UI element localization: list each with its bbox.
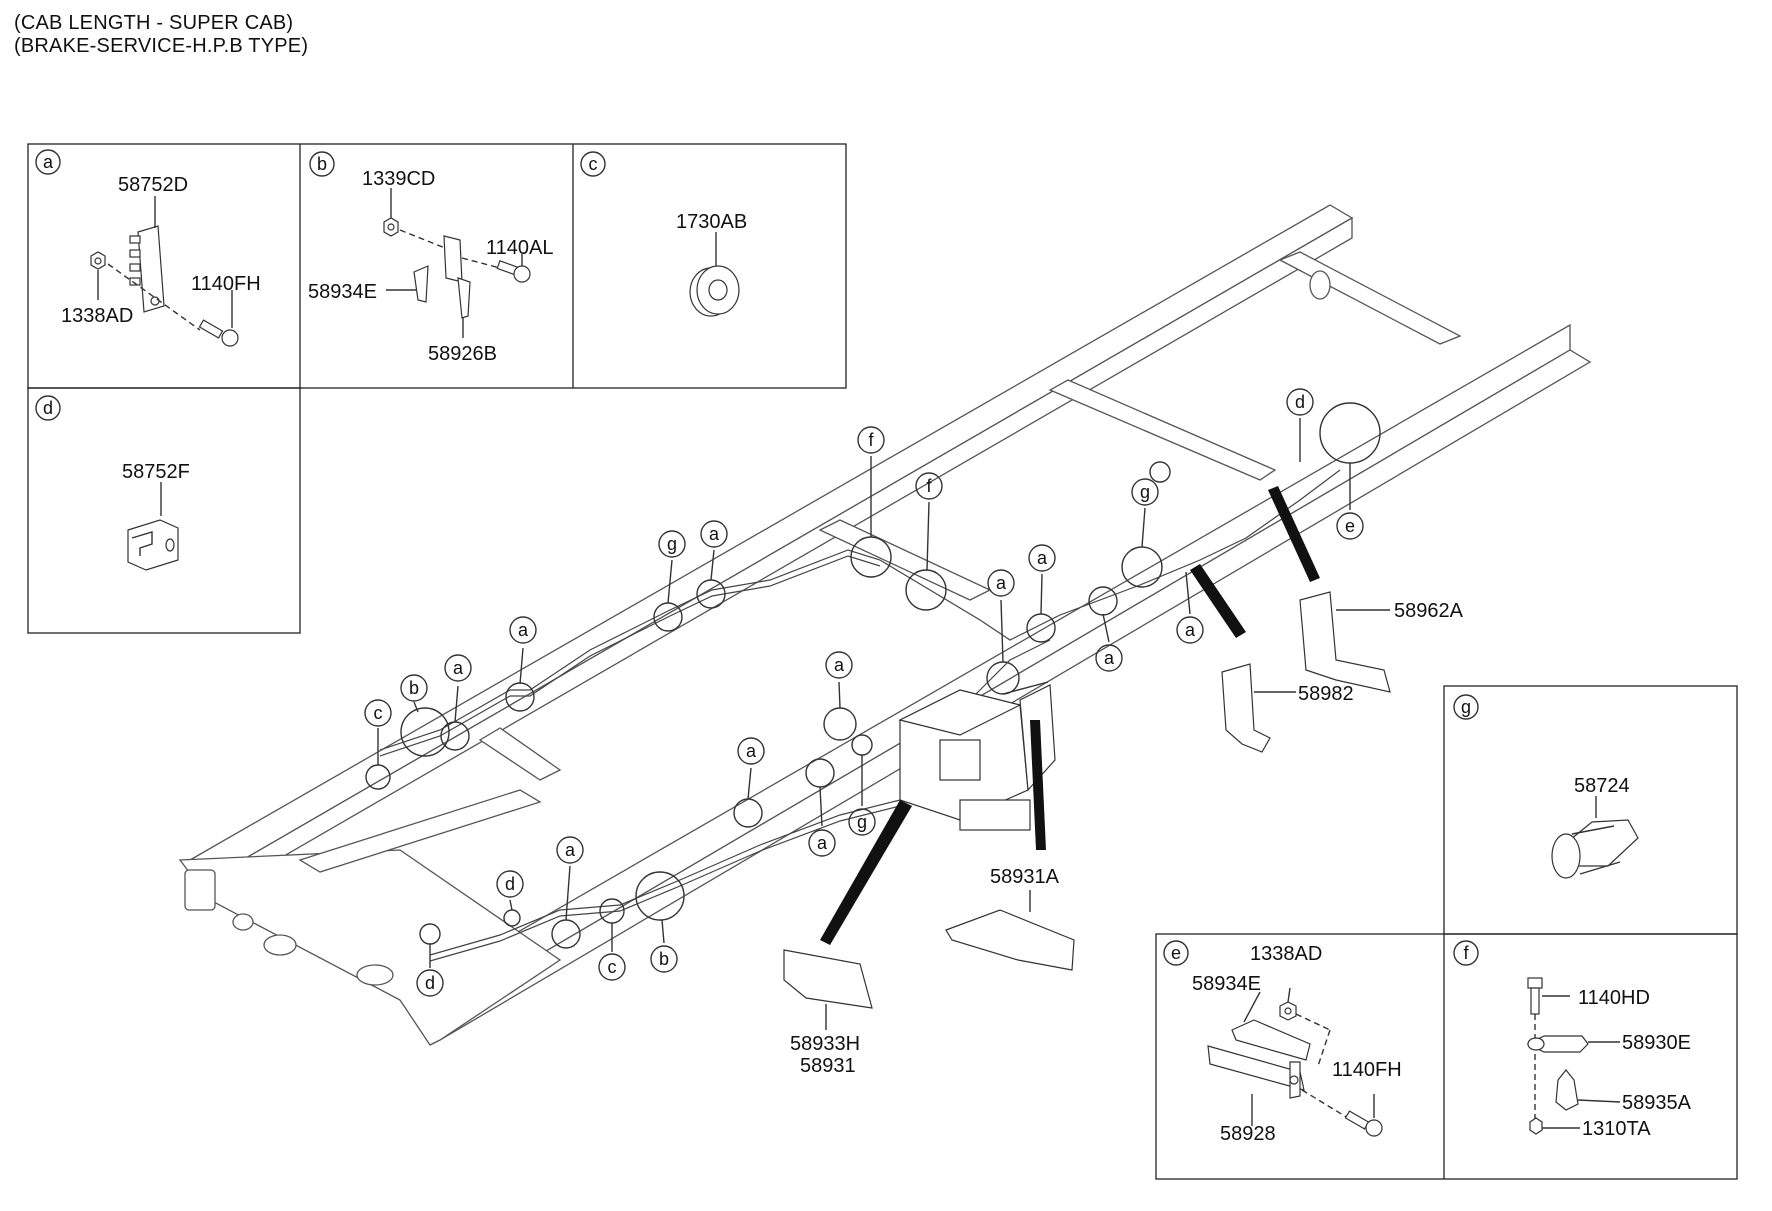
bracket-58933H bbox=[783, 949, 873, 1030]
bracket-58931A bbox=[945, 890, 1075, 971]
svg-text:c: c bbox=[589, 154, 598, 174]
callout-e-1: e bbox=[1345, 516, 1355, 536]
callout-g-3: g bbox=[857, 812, 867, 832]
part-58752D-label: 58752D bbox=[118, 174, 188, 196]
svg-text:d: d bbox=[43, 398, 53, 418]
callout-c-1: c bbox=[374, 703, 383, 723]
part-58752F-label: 58752F bbox=[122, 461, 190, 483]
leader-arrows bbox=[820, 486, 1320, 945]
svg-text:a: a bbox=[43, 152, 54, 172]
svg-text:b: b bbox=[317, 154, 327, 174]
callout-b-2: b bbox=[659, 949, 669, 969]
part-1140AL-label: 1140AL bbox=[486, 237, 553, 259]
diagram-title-line-1: (CAB LENGTH - SUPER CAB) bbox=[14, 12, 294, 34]
callout-a-2: a bbox=[518, 620, 529, 640]
callout-a-8: a bbox=[834, 655, 845, 675]
part-1140HD-label: 1140HD bbox=[1578, 987, 1650, 1009]
part-58724-label: 58724 bbox=[1574, 775, 1630, 797]
callout-f-2: f bbox=[926, 476, 932, 496]
part-58931-label: 58931 bbox=[800, 1055, 856, 1077]
box-letter-d: d bbox=[35, 395, 61, 421]
callout-a-5: a bbox=[1037, 548, 1048, 568]
part-1730AB-label: 1730AB bbox=[676, 211, 747, 233]
part-58935A-label: 58935A bbox=[1622, 1092, 1692, 1114]
box-letter-f: f bbox=[1453, 940, 1479, 966]
part-1338AD-label-e: 1338AD bbox=[1250, 943, 1322, 965]
part-58933H-label: 58933H bbox=[790, 1033, 860, 1055]
detail-boxes-top bbox=[27, 143, 847, 634]
part-58928-label: 58928 bbox=[1220, 1123, 1276, 1145]
vehicle-frame bbox=[178, 204, 1592, 1046]
box-c-parts bbox=[689, 232, 740, 317]
svg-text:f: f bbox=[1463, 943, 1469, 963]
part-58934E-label: 58934E bbox=[308, 281, 377, 303]
part-58926B-label: 58926B bbox=[428, 343, 497, 365]
box-d-parts bbox=[127, 482, 179, 571]
callout-b-1: b bbox=[409, 678, 419, 698]
callout-c-2: c bbox=[608, 957, 617, 977]
part-58930E-label: 58930E bbox=[1622, 1032, 1691, 1054]
callout-a-4: a bbox=[996, 573, 1007, 593]
bracket-58982 bbox=[1221, 663, 1296, 753]
callout-a-3: a bbox=[453, 658, 464, 678]
part-1339CD-label: 1339CD bbox=[362, 168, 435, 190]
callout-a-9: a bbox=[746, 741, 757, 761]
callout-d-3: d bbox=[425, 973, 435, 993]
detail-boxes-bottom-right bbox=[1155, 685, 1738, 1180]
part-58962A-label: 58962A bbox=[1394, 600, 1464, 622]
svg-text:e: e bbox=[1171, 943, 1181, 963]
diagram-title-line-2: (BRAKE-SERVICE-H.P.B TYPE) bbox=[14, 35, 309, 57]
callout-a-6: a bbox=[1104, 648, 1115, 668]
part-58931A-label: 58931A bbox=[990, 866, 1060, 888]
box-g-parts bbox=[1551, 796, 1639, 879]
box-f-parts bbox=[1526, 977, 1621, 1135]
part-1140FH-label-e: 1140FH bbox=[1332, 1059, 1402, 1081]
callout-f-1: f bbox=[868, 430, 874, 450]
box-letter-e: e bbox=[1163, 940, 1189, 966]
part-1310TA-label: 1310TA bbox=[1582, 1118, 1651, 1140]
box-letter-c: c bbox=[580, 151, 606, 177]
part-58982-label: 58982 bbox=[1298, 683, 1354, 705]
callout-g-2: g bbox=[1140, 482, 1150, 502]
part-58934E-label-e: 58934E bbox=[1192, 973, 1261, 995]
brake-pipes bbox=[379, 469, 1341, 962]
box-b-parts bbox=[383, 188, 531, 338]
box-letter-a: a bbox=[35, 149, 61, 175]
box-a-parts bbox=[90, 196, 239, 347]
callout-a-1: a bbox=[709, 524, 720, 544]
box-letter-b: b bbox=[309, 151, 335, 177]
box-e-parts bbox=[1207, 987, 1383, 1137]
callout-a-11: a bbox=[565, 840, 576, 860]
callout-d-2: d bbox=[505, 874, 515, 894]
callout-a-7: a bbox=[1185, 620, 1196, 640]
callout-g-1: g bbox=[667, 534, 677, 554]
callout-labels: a a a a a a a a a bbox=[364, 388, 1364, 997]
box-letter-g: g bbox=[1453, 694, 1479, 720]
svg-text:g: g bbox=[1461, 697, 1471, 717]
part-1338AD-label: 1338AD bbox=[61, 305, 133, 327]
bracket-58962A bbox=[1299, 591, 1391, 693]
callout-a-10: a bbox=[817, 833, 828, 853]
callout-d-1: d bbox=[1295, 392, 1305, 412]
part-1140FH-label: 1140FH bbox=[191, 273, 261, 295]
